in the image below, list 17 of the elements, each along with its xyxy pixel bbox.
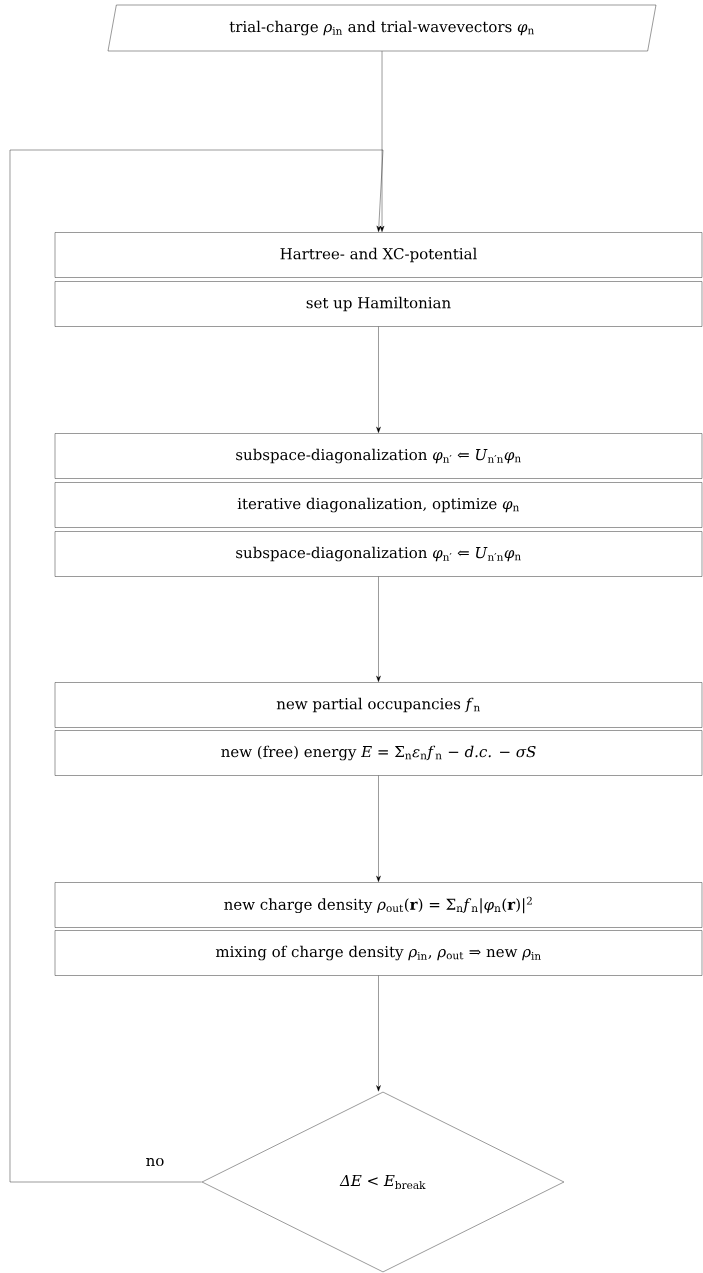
process-box: iterative diagonalization, optimize φ$_{n}$ <box>54 482 703 528</box>
process-box: subspace-diagonalization φ$_{n′}$ ⇐ U$_{n′n}$φ$_{n}$ <box>54 531 703 577</box>
process-box: new (free) energy E = Σ$_{n}$ε$_{n}$f$_{n}$ − d.c. − σS <box>54 730 703 776</box>
process-box: Hartree- and XC-potential <box>54 232 703 278</box>
arrow <box>379 51 385 232</box>
process-box: mixing of charge density ρ$_{in}$, ρ$_{out}$ ⇒ new ρ$_{in}$ <box>54 930 703 976</box>
arrow <box>376 326 381 433</box>
arrow <box>376 775 381 882</box>
process-box: subspace-diagonalization φ$_{n′}$ ⇐ U$_{n′n}$φ$_{n}$ <box>54 433 703 479</box>
arrow <box>376 576 381 682</box>
arrow <box>9 149 384 1183</box>
process-box: new charge density ρ$_{out}$(r) = Σ$_{n}$f$_{n}$|φ$_{n}$(r)|$^{2}$ <box>54 882 703 928</box>
edge-label: no <box>144 1156 166 1168</box>
process-box: new partial occupancies f$_{n}$ <box>54 682 703 728</box>
process-box: set up Hamiltonian <box>54 281 703 327</box>
input-parallelogram: trial-charge ρ$_{in}$ and trial-wavevectors φ$_{n}$ <box>107 4 657 52</box>
arrow <box>376 975 381 1092</box>
